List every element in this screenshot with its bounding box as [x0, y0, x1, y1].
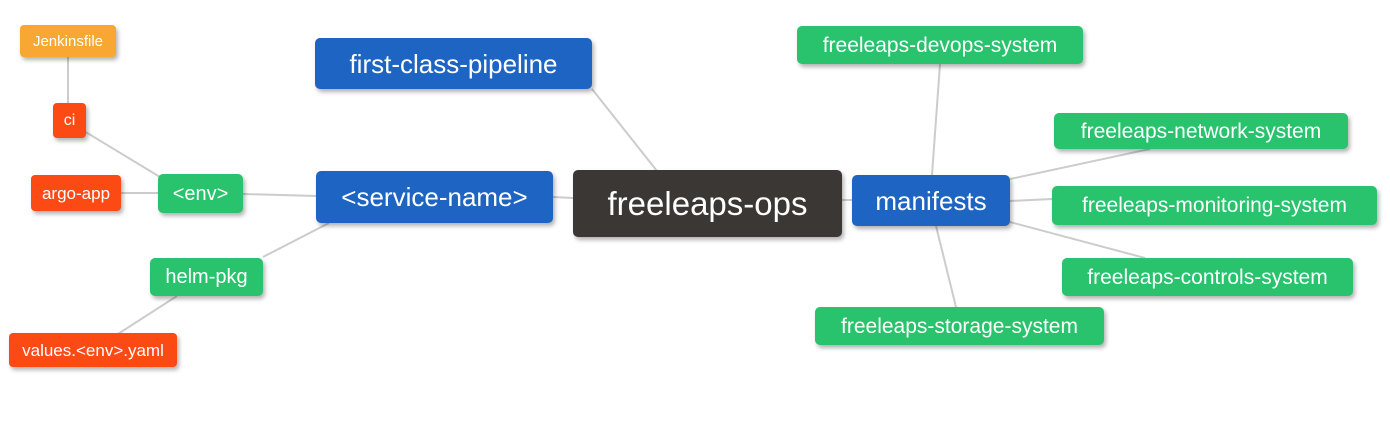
node-helm-pkg[interactable]: helm-pkg	[150, 258, 263, 296]
node-freeleaps-ops-root[interactable]: freeleaps-ops	[573, 170, 842, 237]
edge-manifests-monitoring	[1009, 198, 1053, 202]
node-manifests[interactable]: manifests	[852, 175, 1010, 226]
edge-helm-pkg-values	[117, 295, 178, 335]
edge-manifests-controls	[1009, 221, 1146, 259]
edge-service-name-env	[242, 193, 317, 197]
node-freeleaps-devops-system[interactable]: freeleaps-devops-system	[797, 26, 1083, 64]
node-jenkinsfile[interactable]: Jenkinsfile	[20, 25, 116, 57]
edge-service-name-helm-pkg	[262, 222, 330, 258]
node-freeleaps-network-system[interactable]: freeleaps-network-system	[1054, 113, 1348, 149]
node-first-class-pipeline[interactable]: first-class-pipeline	[315, 38, 592, 89]
node-freeleaps-controls-system[interactable]: freeleaps-controls-system	[1062, 258, 1353, 296]
node-service-name[interactable]: <service-name>	[316, 171, 553, 223]
node-freeleaps-storage-system[interactable]: freeleaps-storage-system	[815, 307, 1104, 345]
edge-ops-service-name	[552, 196, 574, 199]
edge-ops-first-class-pipeline	[591, 88, 658, 172]
node-freeleaps-monitoring-system[interactable]: freeleaps-monitoring-system	[1052, 186, 1377, 225]
node-values-env-yaml[interactable]: values.<env>.yaml	[9, 333, 177, 367]
node-ci[interactable]: ci	[53, 103, 86, 138]
node-argo-app[interactable]: argo-app	[31, 175, 121, 211]
edge-manifests-storage	[935, 225, 957, 308]
edge-manifests-devops	[931, 63, 941, 176]
edge-manifests-network	[1009, 148, 1151, 180]
node-env[interactable]: <env>	[158, 174, 243, 213]
edge-env-ci	[83, 130, 161, 178]
